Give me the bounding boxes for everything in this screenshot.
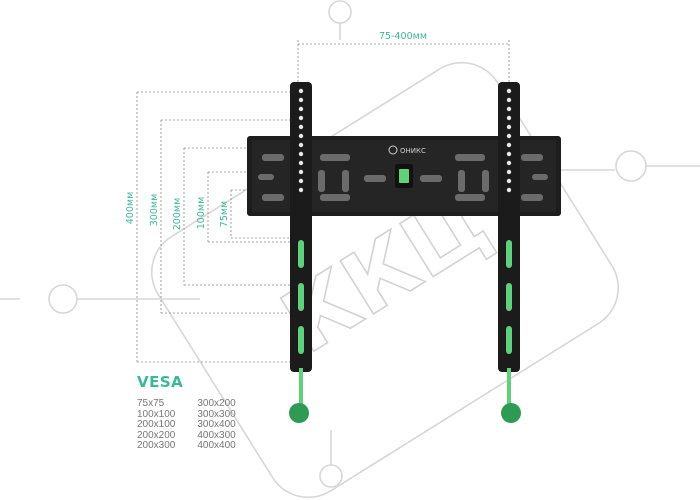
vesa-size: 300x400 <box>197 419 236 430</box>
dimension-label-200: 200мм <box>172 198 183 230</box>
top-dimension-label: 75-400мм <box>379 31 427 42</box>
dimension-label-300: 300мм <box>149 194 160 226</box>
vesa-size: 200x100 <box>137 419 176 430</box>
vesa-size: 200x300 <box>137 440 176 451</box>
vesa-title: VESA <box>137 373 184 391</box>
right-lock-knob <box>501 403 521 423</box>
vesa-size: 200x200 <box>137 429 176 441</box>
brand-logo-icon <box>388 145 398 155</box>
vesa-columns: 75x75 100x100 200x100 200x200 200x300 30… <box>137 398 247 452</box>
vesa-list: VESA 75x75 100x100 200x100 200x200 200x3… <box>137 373 247 452</box>
vesa-size: 400x300 <box>197 429 236 441</box>
vesa-size: 400x400 <box>197 440 236 451</box>
brand-label: ОНИКС <box>400 147 426 155</box>
vesa-size: 75x75 <box>137 398 165 409</box>
vesa-right-column: 300x200 300x300 300x400 400x300 400x400 <box>197 398 236 452</box>
vesa-left-column: 75x75 100x100 200x100 200x200 200x300 <box>137 398 176 452</box>
left-arm <box>289 82 312 423</box>
dimension-label-400: 400мм <box>125 192 136 224</box>
vesa-size: 100x100 <box>137 408 176 420</box>
dimension-label-100: 100мм <box>196 197 207 229</box>
right-arm <box>498 82 521 423</box>
vesa-size: 300x200 <box>197 398 236 409</box>
vesa-size: 300x300 <box>197 408 236 420</box>
dimension-label-75: 75мм <box>219 201 230 227</box>
left-lock-knob <box>289 403 309 423</box>
